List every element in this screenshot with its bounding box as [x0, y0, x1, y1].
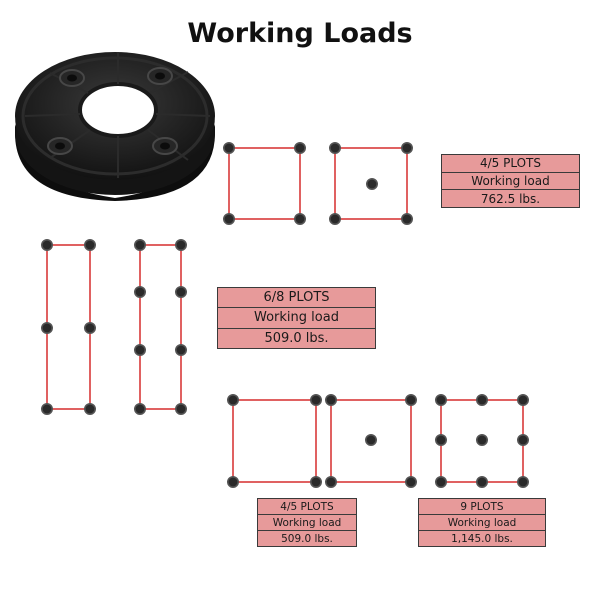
pedestal-dot	[404, 393, 417, 406]
plots-label: 4/5 PLOTS	[280, 500, 334, 513]
pedestal-dot	[434, 393, 447, 406]
plot-frame-square-5-b	[330, 399, 412, 483]
pedestal-dot	[328, 213, 341, 226]
pedestal-dot	[309, 393, 322, 406]
pedestal-dot	[293, 213, 306, 226]
info-box-9-plots: 9 PLOTS Working load 1,145.0 lbs.	[418, 498, 546, 547]
pedestal-dot	[84, 321, 97, 334]
pedestal-dot	[516, 393, 529, 406]
pedestal-dot	[328, 142, 341, 155]
info-box-4-5-plots-top: 4/5 PLOTS Working load 762.5 lbs.	[441, 154, 580, 208]
working-load-label: Working load	[419, 514, 545, 530]
pedestal-dot	[134, 343, 147, 356]
pedestal-pad-image	[15, 52, 215, 201]
pedestal-dot	[223, 142, 236, 155]
pedestal-dot	[40, 321, 53, 334]
pedestal-dot	[227, 393, 240, 406]
plots-label: 9 PLOTS	[460, 500, 504, 513]
pedestal-dot	[84, 239, 97, 252]
load-value: 509.0 lbs.	[258, 530, 356, 546]
plot-frame-square-4-b	[232, 399, 317, 483]
pedestal-dot	[364, 433, 377, 446]
load-value: 1,145.0 lbs.	[419, 530, 545, 546]
pedestal-dot	[309, 475, 322, 488]
pedestal-dot	[175, 402, 188, 415]
pedestal-dot	[400, 213, 413, 226]
plot-frame-rect-6	[46, 244, 91, 410]
pedestal-dot	[134, 285, 147, 298]
load-value: 509.0 lbs.	[218, 327, 375, 348]
pedestal-dot	[40, 402, 53, 415]
pedestal-dot	[223, 213, 236, 226]
pedestal-dot	[404, 475, 417, 488]
pedestal-dot	[324, 475, 337, 488]
pedestal-dot	[516, 475, 529, 488]
working-load-label: Working load	[218, 307, 375, 327]
page-title: Working Loads	[187, 18, 413, 49]
pedestal-dot	[293, 142, 306, 155]
pedestal-dot	[134, 239, 147, 252]
load-value: 762.5 lbs.	[442, 189, 579, 207]
pedestal-dot	[175, 285, 188, 298]
pedestal-dot	[40, 239, 53, 252]
pedestal-dot	[365, 178, 378, 191]
pedestal-dot	[175, 343, 188, 356]
working-load-label: Working load	[258, 514, 356, 530]
pedestal-dot	[516, 433, 529, 446]
pedestal-dot	[400, 142, 413, 155]
pedestal-dot	[475, 433, 488, 446]
plots-label: 4/5 PLOTS	[479, 156, 541, 171]
pedestal-dot	[227, 475, 240, 488]
plot-frame-rect-8	[139, 244, 182, 410]
pedestal-dot	[134, 402, 147, 415]
pedestal-dot	[434, 475, 447, 488]
pedestal-dot	[324, 393, 337, 406]
plots-label: 6/8 PLOTS	[263, 290, 330, 306]
plot-frame-square-5	[334, 147, 408, 220]
info-box-4-5-plots-bottom: 4/5 PLOTS Working load 509.0 lbs.	[257, 498, 357, 547]
pedestal-dot	[84, 402, 97, 415]
plot-frame-square-4	[228, 147, 301, 220]
pedestal-dot	[475, 393, 488, 406]
pedestal-dot	[434, 433, 447, 446]
pedestal-dot	[475, 475, 488, 488]
working-load-label: Working load	[442, 171, 579, 190]
pedestal-dot	[175, 239, 188, 252]
info-box-6-8-plots: 6/8 PLOTS Working load 509.0 lbs.	[217, 287, 376, 349]
